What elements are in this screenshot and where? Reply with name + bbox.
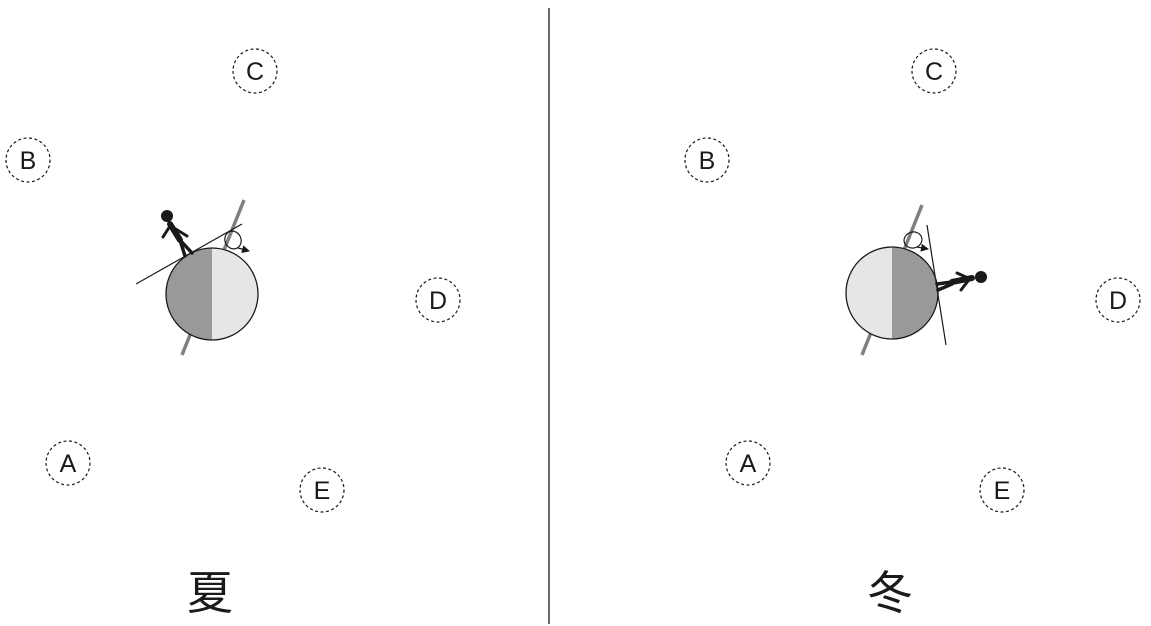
marker-a-label: A xyxy=(60,450,77,478)
marker-b: B xyxy=(685,138,729,182)
marker-a-label: A xyxy=(740,450,757,478)
summer-panel: C B D A E xyxy=(6,49,460,620)
season-label-summer: 夏 xyxy=(187,566,233,620)
marker-b-label: B xyxy=(20,147,37,175)
marker-d-label: D xyxy=(1109,287,1127,315)
marker-b-label: B xyxy=(699,147,716,175)
winter-panel: C B D A E xyxy=(685,49,1140,620)
marker-a: A xyxy=(46,441,90,485)
marker-c-label: C xyxy=(925,58,943,86)
marker-a: A xyxy=(726,441,770,485)
marker-c: C xyxy=(912,49,956,93)
earth-globe-icon xyxy=(136,200,258,355)
marker-d: D xyxy=(416,278,460,322)
marker-b: B xyxy=(6,138,50,182)
season-label-winter: 冬 xyxy=(867,566,913,620)
marker-e-label: E xyxy=(314,477,331,505)
marker-c-label: C xyxy=(246,58,264,86)
marker-e: E xyxy=(300,468,344,512)
marker-e: E xyxy=(980,468,1024,512)
marker-d-label: D xyxy=(429,287,447,315)
marker-e-label: E xyxy=(994,477,1011,505)
marker-c: C xyxy=(233,49,277,93)
person-icon xyxy=(161,210,192,256)
earth-globe-icon xyxy=(846,205,946,355)
marker-d: D xyxy=(1096,278,1140,322)
person-icon xyxy=(937,271,987,290)
